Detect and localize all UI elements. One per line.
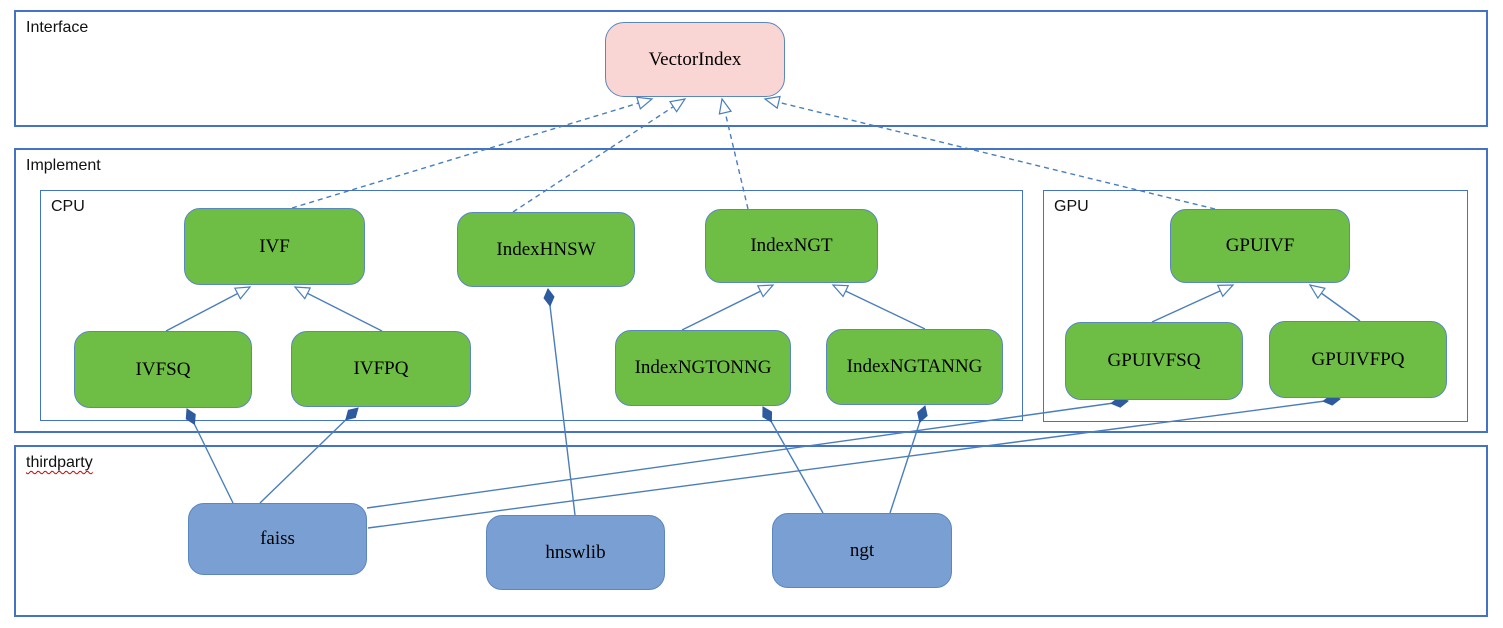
node-faiss: faiss [188, 503, 367, 575]
node-ivfsq: IVFSQ [74, 331, 252, 408]
node-gpuivf: GPUIVF [1170, 209, 1350, 283]
node-gpuivfpq: GPUIVFPQ [1269, 321, 1447, 398]
node-ivfpq-label: IVFPQ [353, 358, 409, 379]
node-hnswlib: hnswlib [486, 515, 665, 590]
node-indexngtonng: IndexNGTONNG [615, 330, 791, 406]
section-interface-label: Interface [26, 19, 89, 36]
node-gpuivfsq-label: GPUIVFSQ [1107, 350, 1201, 371]
node-gpuivf-label: GPUIVF [1225, 235, 1295, 256]
node-ngt: ngt [772, 513, 952, 588]
section-thirdparty-label: thirdparty [26, 454, 93, 471]
section-interface: Interface [14, 10, 1488, 127]
section-gpu-label: GPU [1054, 198, 1089, 215]
node-indexhnsw: IndexHNSW [457, 212, 635, 287]
node-vectorindex-label: VectorIndex [648, 48, 742, 70]
node-indexhnsw-label: IndexHNSW [496, 238, 596, 260]
node-gpuivfsq: GPUIVFSQ [1065, 322, 1243, 400]
node-gpuivfpq-label: GPUIVFPQ [1311, 348, 1405, 370]
node-indexngt-label: IndexNGT [750, 235, 833, 256]
node-indexngtonng-label: IndexNGTONNG [634, 357, 772, 378]
section-implement-label: Implement [26, 157, 101, 174]
node-ivfsq-label: IVFSQ [135, 358, 191, 380]
node-hnswlib-label: hnswlib [545, 541, 606, 563]
node-faiss-label: faiss [260, 528, 295, 549]
node-vectorindex: VectorIndex [605, 22, 785, 97]
node-indexngtanng: IndexNGTANNG [826, 329, 1003, 405]
node-ivf: IVF [184, 208, 365, 285]
node-indexngtanng-label: IndexNGTANNG [846, 356, 983, 377]
node-ivfpq: IVFPQ [291, 331, 471, 407]
node-ngt-label: ngt [849, 539, 875, 561]
section-cpu-label: CPU [51, 198, 85, 215]
node-ivf-label: IVF [259, 235, 290, 257]
node-indexngt: IndexNGT [705, 209, 878, 283]
